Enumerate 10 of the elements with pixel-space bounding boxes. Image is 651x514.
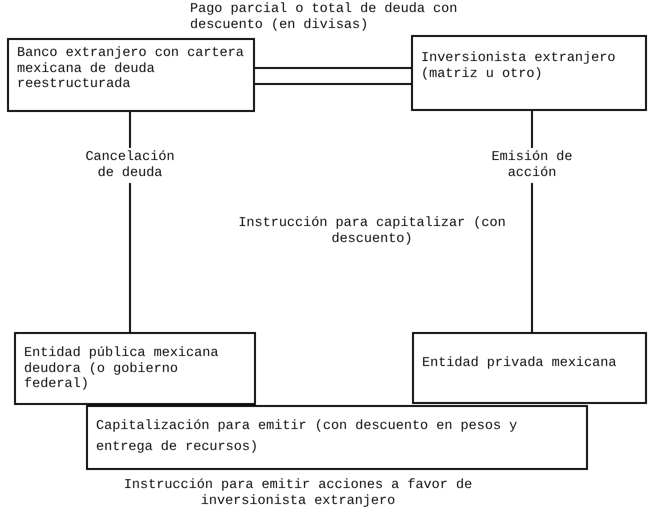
entity-box: Inversionista extranjero (matriz u otro) xyxy=(411,35,647,111)
connector-line xyxy=(255,67,411,69)
annotation-text: Instrucción para emitir acciones a favor de inversionista extranjero xyxy=(122,478,474,510)
annotation-text: Instrucción para capitalizar (con descuento) xyxy=(237,216,507,248)
entity-box: Capitalización para emitir (con descuento en pesos y entrega de recursos) xyxy=(86,405,588,470)
annotation-text: Pago parcial o total de deuda con descuento (en divisas) xyxy=(190,2,458,34)
entity-box: Entidad pública mexicana deudora (o gobierno federal) xyxy=(14,332,256,405)
connector-line xyxy=(255,83,411,85)
entity-box: Entidad privada mexicana xyxy=(412,332,647,404)
entity-box: Banco extranjero con cartera mexicana de deuda reestructurada xyxy=(7,38,255,112)
